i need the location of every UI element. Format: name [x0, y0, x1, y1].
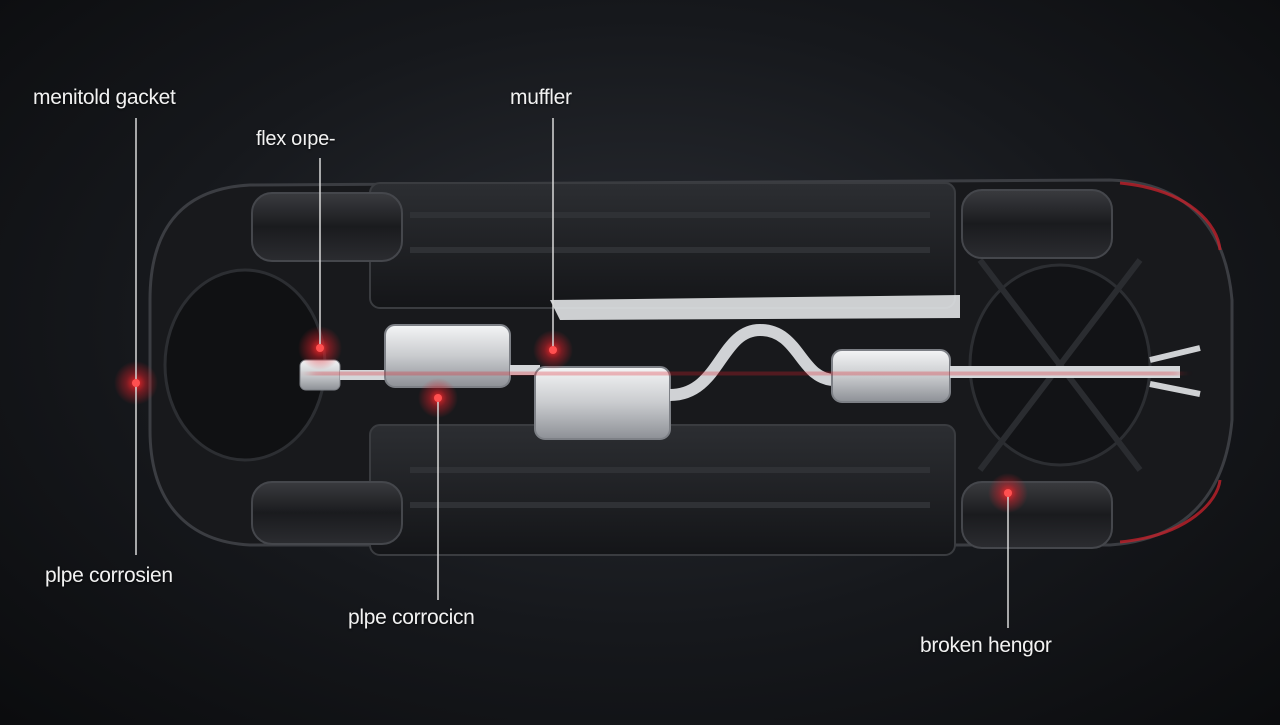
label-muffler: muffler [510, 86, 572, 109]
label-broken-hanger: broken hengor [920, 634, 1052, 657]
label-flex-pipe: flex oıpe- [256, 128, 336, 150]
callout-dots [132, 344, 1012, 497]
label-manifold-gasket: menitold gacket [33, 86, 176, 109]
callout-lines [135, 118, 1009, 628]
label-pipe-corrosion-center: plpe corrocicn [348, 606, 475, 629]
wheels [251, 189, 1113, 549]
exhaust-system [299, 295, 1201, 440]
car-body [148, 178, 1234, 556]
label-pipe-corrosion-left: plpe corrosien [45, 564, 173, 587]
